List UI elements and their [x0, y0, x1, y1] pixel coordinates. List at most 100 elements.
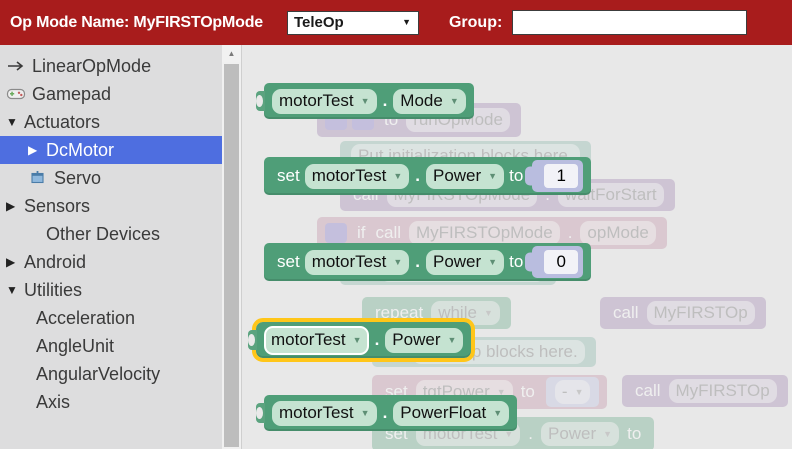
sidebar-item-label: Other Devices [46, 223, 161, 244]
blockly-flyout-panel[interactable]: to runOpMode Put initialization blocks h… [222, 45, 792, 449]
block-dot-separator: . [374, 330, 380, 349]
sidebar-item-other-devices[interactable]: ▶ Other Devices [0, 220, 222, 248]
block-output-plug [256, 91, 265, 111]
sidebar-item-label: Acceleration [36, 307, 136, 328]
block-output-plug [248, 330, 257, 350]
sidebar-item-servo[interactable]: Servo [0, 164, 222, 192]
chevron-down-icon: ▼ [493, 407, 503, 418]
chevron-right-icon: ▶ [6, 199, 16, 213]
chevron-right-icon: ▶ [28, 143, 38, 157]
flavor-dropdown-value: TeleOp [293, 14, 344, 31]
backdrop-keyword: to [627, 424, 642, 443]
sidebar-item-label: AngularVelocity [36, 363, 161, 384]
chevron-down-icon: ▼ [6, 283, 18, 297]
device-dropdown[interactable]: motorTest ▼ [272, 400, 377, 426]
device-dropdown-value: motorTest [279, 91, 354, 110]
sidebar-item-label: Actuators [24, 111, 101, 132]
backdrop-field: -▼ [554, 380, 591, 404]
property-dropdown-value: Power [432, 252, 482, 271]
property-dropdown[interactable]: Mode ▼ [393, 88, 466, 114]
backdrop-block: call MyFIRSTOp [600, 297, 766, 329]
property-dropdown-value: Power [392, 330, 441, 349]
block-dot-separator: . [415, 252, 420, 271]
toolbox-tree[interactable]: LinearOpMode Gamepad ▼ Actuators ▶ DcMot… [0, 45, 222, 449]
backdrop-dot: . [567, 223, 573, 242]
chevron-right-icon: ▶ [6, 255, 16, 269]
scroll-up-icon[interactable]: ▲ [222, 45, 241, 62]
sidebar-item-actuators[interactable]: ▼ Actuators [0, 108, 222, 136]
property-dropdown[interactable]: Power ▼ [425, 163, 505, 189]
number-field[interactable]: 1 [544, 164, 579, 188]
scrollbar-thumb[interactable] [224, 64, 239, 447]
block-keyword-to: to [509, 252, 524, 271]
chevron-down-icon: ▼ [393, 170, 403, 181]
property-dropdown-value: PowerFloat [400, 403, 487, 422]
sidebar-item-label: Servo [54, 167, 102, 188]
backdrop-keyword: call [375, 223, 402, 242]
chevron-down-icon: ▼ [447, 334, 457, 345]
sidebar-item-gamepad[interactable]: Gamepad [0, 80, 222, 108]
block-get-motor-mode[interactable]: motorTest ▼ . Mode ▼ [256, 83, 474, 119]
group-label: Group: [448, 13, 503, 31]
opmode-name-label: Op Mode Name: MyFIRSTOpMode [10, 13, 263, 31]
opmode-header-bar: Op Mode Name: MyFIRSTOpMode TeleOp ▼ Gro… [0, 0, 792, 45]
block-get-motor-power[interactable]: motorTest ▼ . Power ▼ [248, 318, 476, 362]
backdrop-keyword: call [613, 303, 639, 322]
sidebar-item-axis[interactable]: Axis [0, 388, 222, 416]
property-dropdown-value: Power [432, 166, 482, 185]
flavor-dropdown[interactable]: TeleOp ▼ [286, 10, 419, 35]
sidebar-item-label: Gamepad [32, 83, 112, 104]
block-dot-separator: . [382, 91, 388, 110]
backdrop-field: while▼ [431, 301, 500, 325]
device-dropdown-value: motorTest [311, 252, 387, 271]
device-dropdown[interactable]: motorTest ▼ [304, 249, 410, 275]
backdrop-field: opMode [580, 221, 656, 245]
sidebar-item-label: Axis [36, 391, 71, 412]
value-socket[interactable]: 1 [532, 160, 584, 192]
chevron-down-icon: ▼ [393, 256, 403, 267]
backdrop-field: MyFIRSTOp [668, 379, 777, 403]
flyout-scrollbar[interactable]: ▲ [222, 45, 242, 449]
sidebar-item-sensors[interactable]: ▶ Sensors [0, 192, 222, 220]
property-dropdown[interactable]: Power ▼ [425, 249, 505, 275]
device-dropdown-value: motorTest [279, 403, 354, 422]
sidebar-item-linearopmode[interactable]: LinearOpMode [0, 52, 222, 80]
backdrop-keyword: repeat [375, 303, 424, 322]
block-dot-separator: . [415, 166, 420, 185]
backdrop-dot: . [528, 424, 533, 443]
device-dropdown[interactable]: motorTest ▼ [272, 88, 377, 114]
servo-icon [28, 169, 48, 187]
block-set-motor-power-1[interactable]: set motorTest ▼ . Power ▼ to 1 [264, 157, 592, 195]
property-dropdown[interactable]: Power ▼ [385, 327, 464, 353]
value-socket[interactable]: 0 [532, 246, 584, 278]
sidebar-item-label: DcMotor [46, 139, 115, 160]
backdrop-keyword: if [357, 223, 366, 242]
device-dropdown-value: motorTest [311, 166, 387, 185]
sidebar-item-utilities[interactable]: ▼ Utilities [0, 276, 222, 304]
block-output-plug [256, 403, 265, 423]
block-get-motor-powerfloat[interactable]: motorTest ▼ . PowerFloat ▼ [256, 395, 518, 431]
backdrop-keyword: call [635, 381, 661, 400]
sidebar-item-label: LinearOpMode [32, 55, 152, 76]
sidebar-item-angleunit[interactable]: AngleUnit [0, 332, 222, 360]
number-field[interactable]: 0 [544, 250, 579, 274]
sidebar-item-angularvelocity[interactable]: AngularVelocity [0, 360, 222, 388]
device-dropdown[interactable]: motorTest ▼ [304, 163, 410, 189]
block-keyword-set: set [277, 252, 300, 271]
sidebar-item-acceleration[interactable]: Acceleration [0, 304, 222, 332]
sidebar-item-label: Utilities [24, 279, 83, 300]
chevron-down-icon: ▼ [352, 334, 362, 345]
sidebar-item-label: Android [24, 251, 87, 272]
sidebar-item-label: AngleUnit [36, 335, 115, 356]
sidebar-item-dcmotor[interactable]: ▶ DcMotor [0, 136, 222, 164]
sidebar-item-android[interactable]: ▶ Android [0, 248, 222, 276]
property-dropdown-value: Mode [400, 91, 443, 110]
chevron-down-icon: ▼ [402, 17, 411, 27]
property-dropdown[interactable]: PowerFloat ▼ [393, 400, 510, 426]
chevron-down-icon: ▼ [488, 256, 498, 267]
block-set-motor-power-0[interactable]: set motorTest ▼ . Power ▼ to 0 [264, 243, 592, 281]
backdrop-field: Power▼ [540, 422, 620, 446]
group-input[interactable] [512, 10, 748, 35]
chevron-down-icon: ▼ [6, 115, 18, 129]
device-dropdown[interactable]: motorTest ▼ [264, 325, 369, 355]
